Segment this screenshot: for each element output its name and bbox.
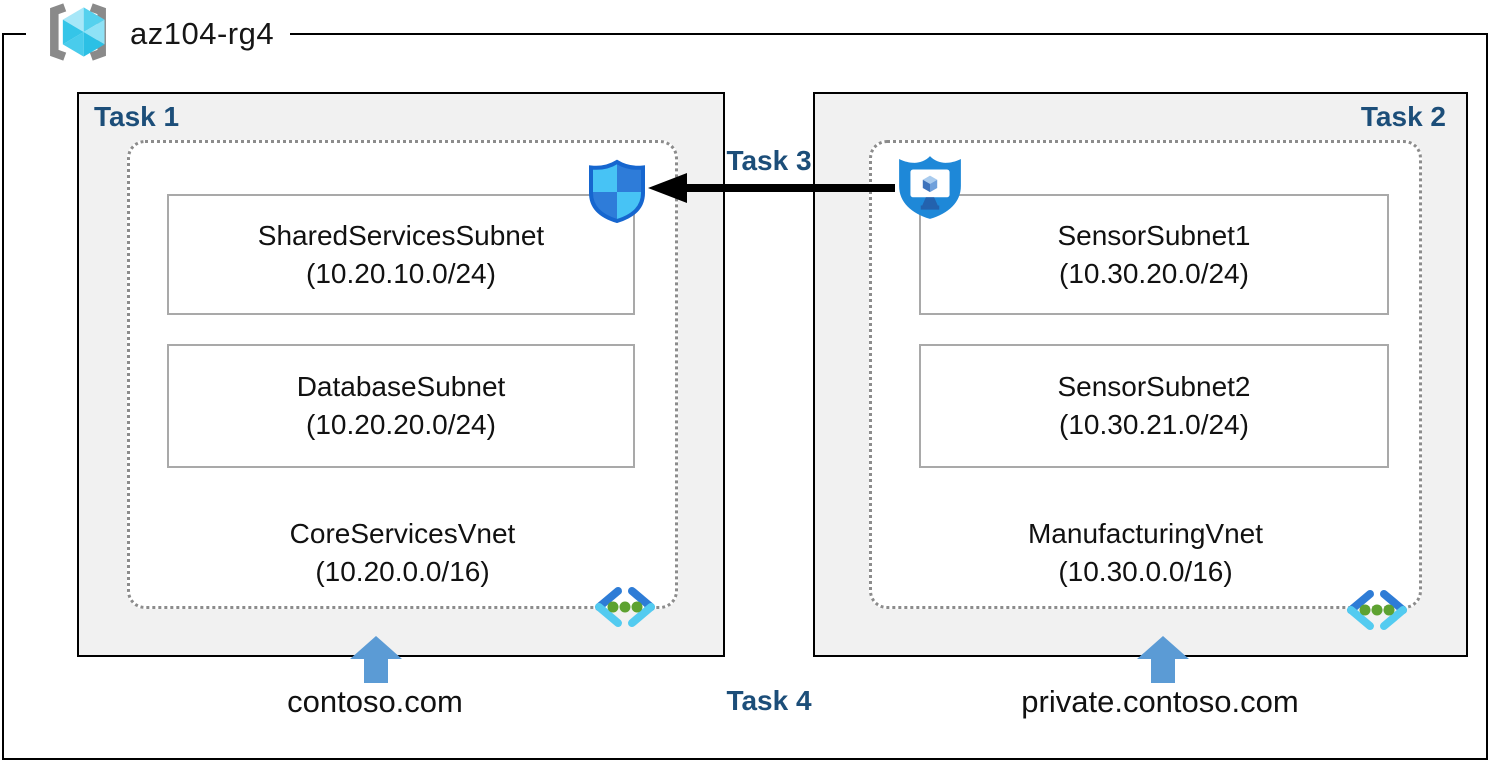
vnet-name: CoreServicesVnet — [289, 518, 516, 549]
resource-group-frame — [2, 33, 1488, 760]
resource-group-icon — [42, 1, 114, 68]
subnet-name: DatabaseSubnet — [296, 371, 506, 402]
virtual-network-icon — [593, 585, 657, 634]
sensor-subnet1-box: SensorSubnet1 (10.30.20.0/24) — [919, 194, 1389, 315]
task1-label: Task 1 — [94, 101, 180, 132]
network-security-group-icon — [586, 159, 648, 228]
subnet-cidr: (10.20.10.0/24) — [306, 257, 496, 289]
subnet-cidr: (10.20.20.0/24) — [306, 409, 496, 440]
subnet-name: SensorSubnet2 — [1057, 371, 1251, 402]
task3-label: Task 3 — [726, 145, 812, 176]
core-services-vnet-label: CoreServicesVnet (10.20.0.0/16) — [130, 515, 675, 591]
subnet-cidr: (10.30.21.0/24) — [1059, 409, 1249, 440]
sensor-subnet2-box: SensorSubnet2 (10.30.21.0/24) — [919, 344, 1389, 468]
virtual-network-icon — [1345, 588, 1409, 637]
resource-group-name: az104-rg4 — [130, 16, 275, 51]
task3-connection-arrow — [645, 170, 897, 211]
manufacturing-vnet-boundary: SensorSubnet1 (10.30.20.0/24) SensorSubn… — [869, 140, 1422, 630]
shared-services-subnet-box: SharedServicesSubnet (10.20.10.0/24) — [167, 194, 635, 315]
application-security-group-icon — [895, 155, 965, 226]
subnet-cidr: (10.30.20.0/24) — [1059, 257, 1249, 289]
dns-up-arrow-icon — [350, 636, 402, 688]
database-subnet-box: DatabaseSubnet (10.20.20.0/24) — [167, 344, 635, 468]
resource-group-title: az104-rg4 — [26, 0, 291, 68]
task2-label: Task 2 — [1360, 101, 1446, 132]
task1-group-box: Task 1 SharedServicesSubnet (10.20.10.0/… — [77, 92, 725, 657]
dns-up-arrow-icon — [1137, 636, 1189, 688]
manufacturing-vnet-label: ManufacturingVnet (10.30.0.0/16) — [872, 515, 1419, 591]
task4-label: Task 4 — [726, 685, 812, 716]
vnet-address-space: (10.20.0.0/16) — [315, 556, 490, 587]
dns-zone-private-contoso: private.contoso.com — [1021, 684, 1299, 719]
subnet-name: SharedServicesSubnet — [257, 219, 545, 251]
core-services-vnet-boundary: SharedServicesSubnet (10.20.10.0/24) Dat… — [127, 140, 678, 627]
task2-group-box: Task 2 SensorSubnet1 (10.30.20.0/24) Sen… — [813, 92, 1468, 657]
dns-zone-contoso: contoso.com — [287, 684, 463, 719]
vnet-name: ManufacturingVnet — [1027, 518, 1264, 549]
vnet-address-space: (10.30.0.0/16) — [1058, 556, 1233, 587]
subnet-name: SensorSubnet1 — [1057, 219, 1251, 251]
